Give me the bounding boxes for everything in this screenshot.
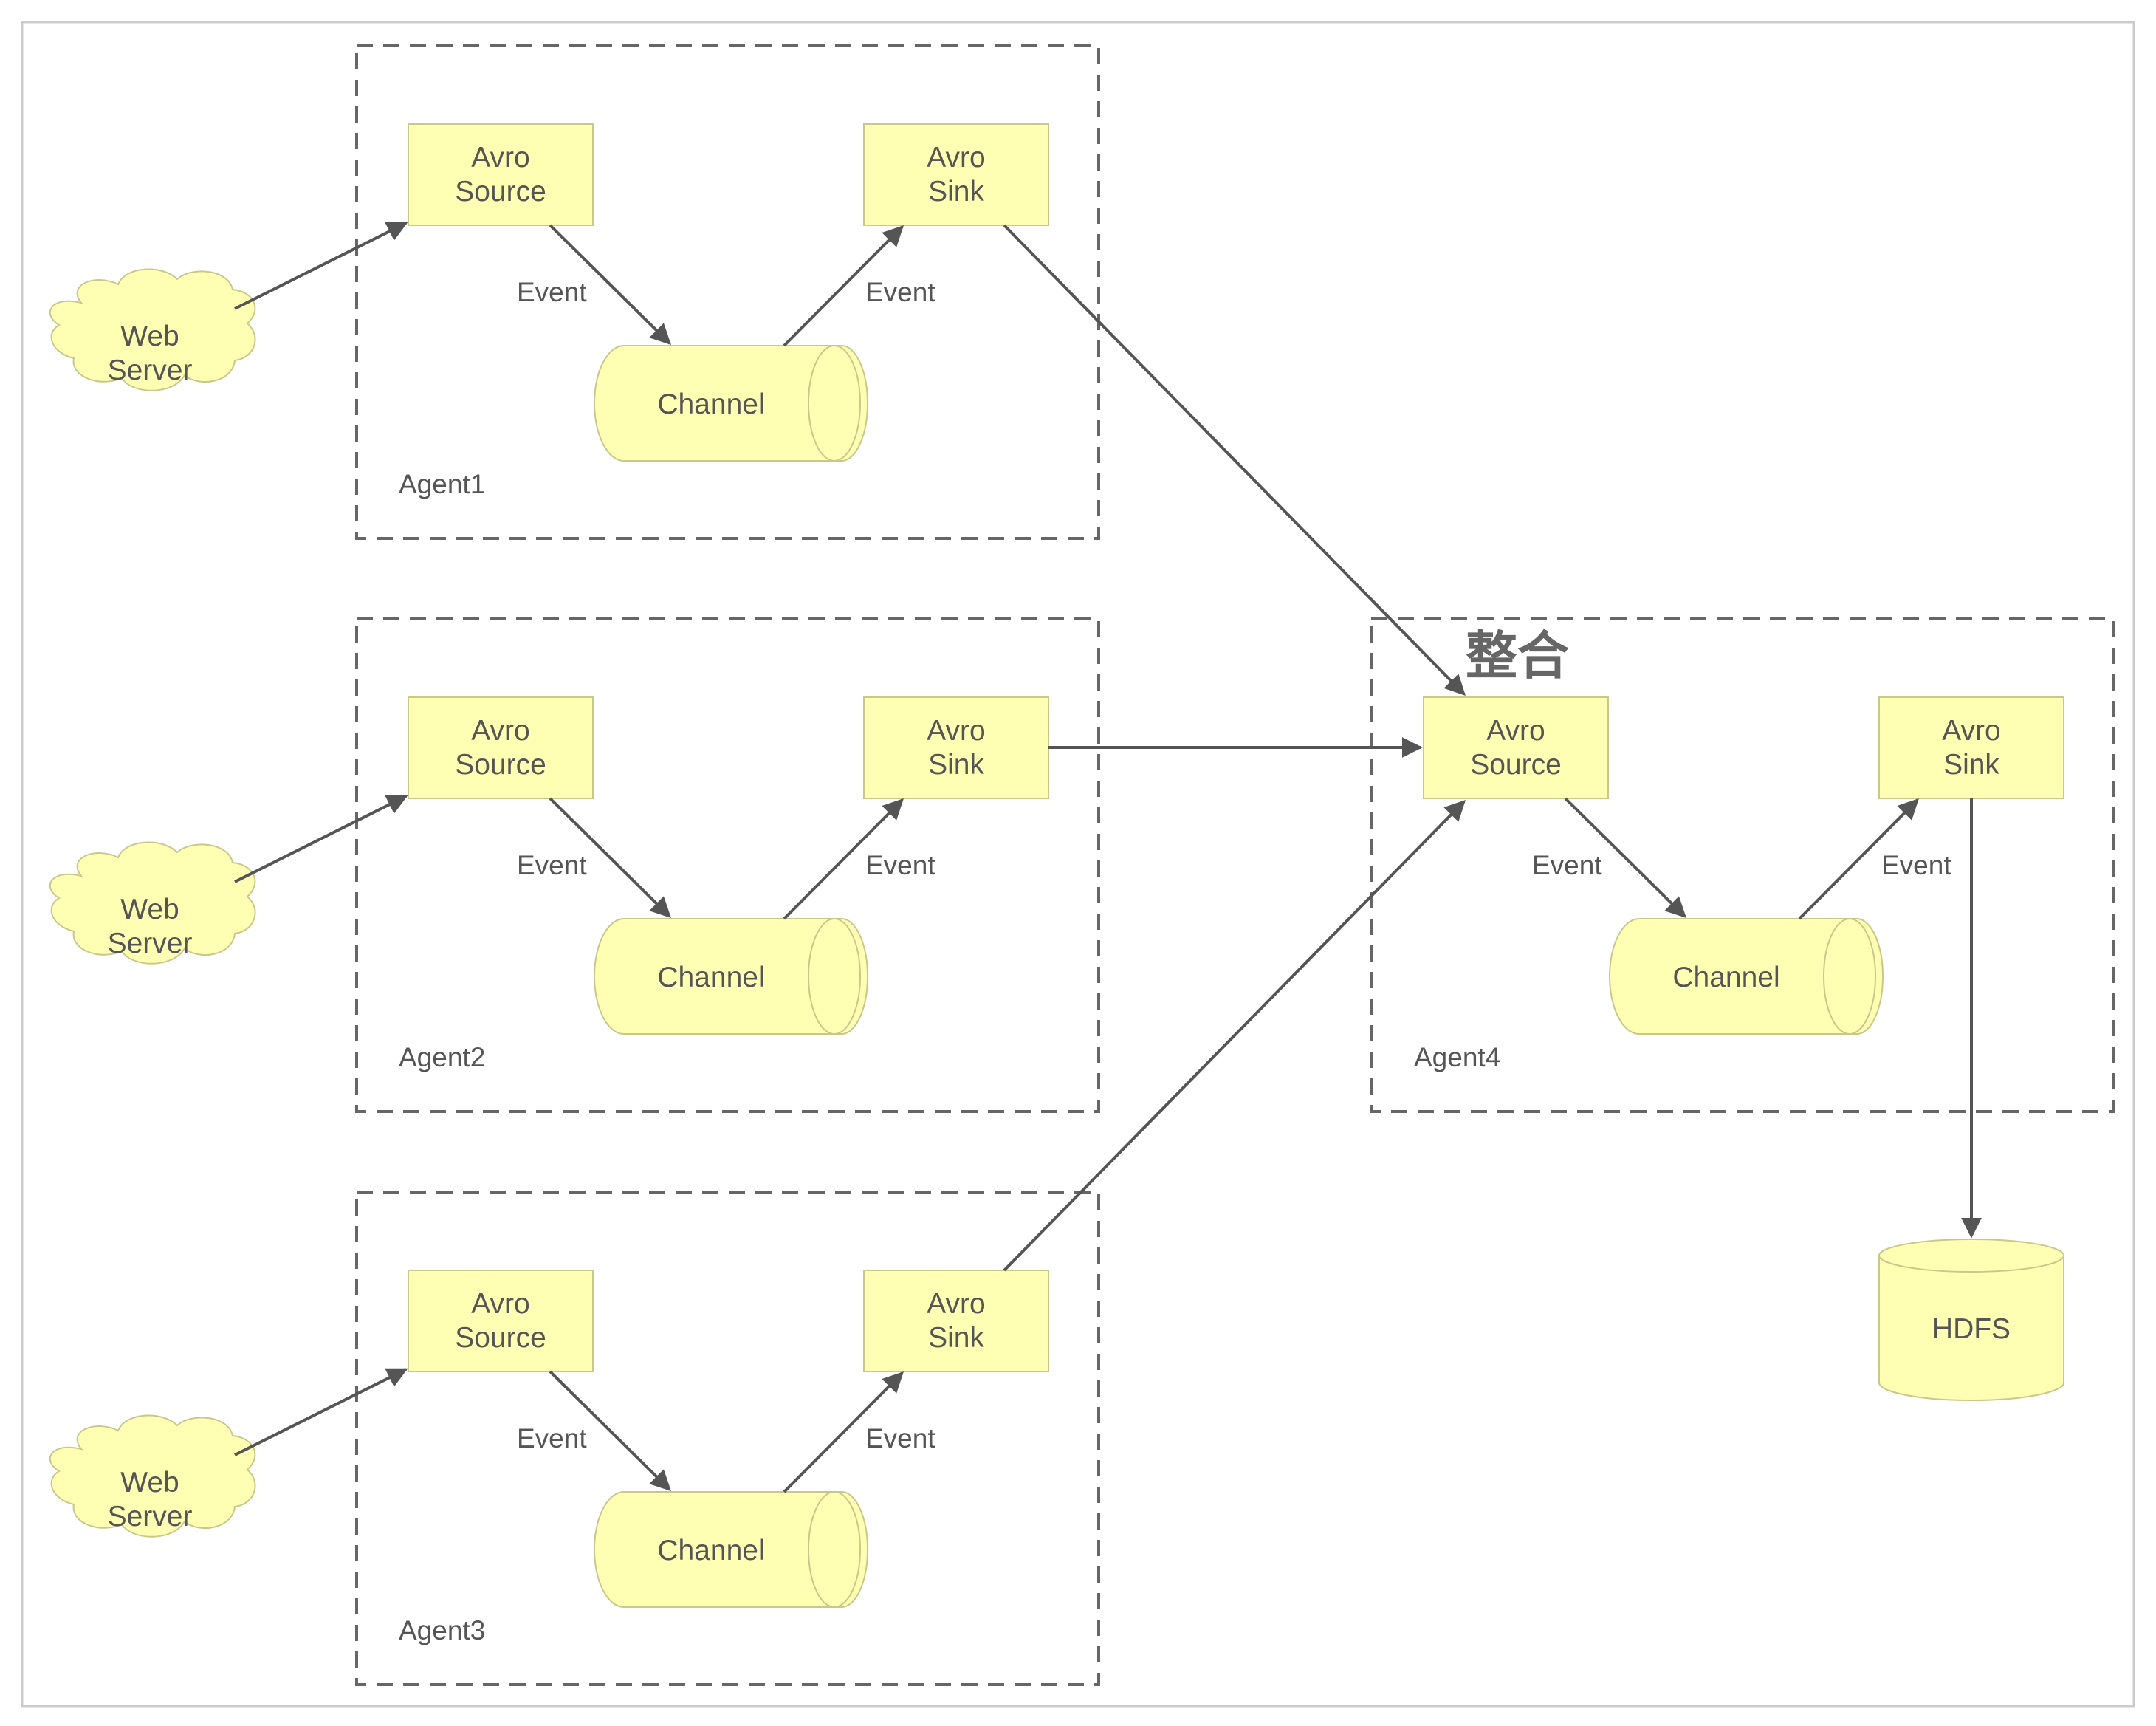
agent3-source-line2: Source: [455, 1322, 546, 1354]
agent2-sink-line1: Avro: [927, 715, 986, 747]
web-server-3[interactable]: [49, 1414, 256, 1538]
hdfs-label: HDFS: [1932, 1313, 2011, 1345]
agent1-sink-to-agent4-arrow: [1003, 224, 1466, 696]
agent2-sink-line2: Sink: [928, 749, 984, 781]
agent3-group: Avro Source Avro Sink Channel Event Even…: [355, 1191, 1100, 1686]
agent3-event-out: Event: [865, 1423, 935, 1453]
agent3-avro-sink[interactable]: [863, 1270, 1049, 1372]
web-server-3-line2: Server: [108, 1501, 193, 1532]
agent3-avro-source[interactable]: [408, 1270, 594, 1372]
agent4-channel-to-sink-arrow: [1798, 798, 1919, 920]
agent3-boundary: [355, 1191, 1100, 1686]
agent4-source-line2: Source: [1470, 749, 1562, 781]
web-server-2-line1: Web: [120, 894, 179, 925]
web-server-1-line1: Web: [120, 321, 179, 352]
agent4-event-out: Event: [1881, 850, 1951, 880]
agent4-avro-source[interactable]: [1423, 696, 1609, 799]
web-server-3-to-agent3-arrow: [234, 1368, 408, 1456]
agent1-channel-label: Channel: [657, 388, 764, 420]
agent2-avro-sink[interactable]: [863, 696, 1049, 799]
agent3-sink-line2: Sink: [928, 1322, 984, 1354]
agent2-event-in: Event: [517, 850, 587, 880]
agent4-group: 整合 Avro Source Avro Sink Channel Event E…: [1370, 617, 2115, 1113]
agent3-source-line1: Avro: [471, 1288, 530, 1320]
agent4-channel[interactable]: [1609, 918, 1884, 1035]
agent2-label: Agent2: [399, 1042, 485, 1072]
agent2-event-out: Event: [865, 850, 935, 880]
agent4-boundary: [1370, 617, 2115, 1113]
agent3-channel[interactable]: [594, 1491, 868, 1608]
agent1-sink-line1: Avro: [927, 142, 986, 174]
agent1-avro-sink[interactable]: [863, 123, 1049, 226]
agent3-source-to-channel-arrow: [549, 1370, 671, 1491]
web-server-1-to-agent1-arrow: [234, 222, 408, 310]
agent4-channel-label: Channel: [1672, 962, 1779, 993]
agent2-source-line1: Avro: [471, 715, 530, 747]
web-server-2[interactable]: [49, 841, 256, 965]
agent1-avro-source[interactable]: [408, 123, 594, 226]
agent1-channel[interactable]: [594, 345, 868, 462]
web-server-2-to-agent2-arrow: [234, 795, 408, 883]
agent1-source-to-channel-arrow: [549, 224, 671, 345]
agent2-source-line2: Source: [455, 749, 546, 781]
agent1-source-line1: Avro: [471, 142, 530, 174]
agent2-group: Avro Source Avro Sink Channel Event Even…: [355, 617, 1100, 1113]
agent1-source-line2: Source: [455, 176, 546, 208]
agent4-source-to-channel-arrow: [1564, 797, 1686, 918]
agent2-avro-source[interactable]: [408, 696, 594, 799]
agent2-channel[interactable]: [594, 918, 868, 1035]
outer-frame: [21, 21, 2135, 1708]
agent3-sink-to-agent4-arrow: [1003, 800, 1466, 1272]
agent1-sink-line2: Sink: [928, 176, 984, 208]
agent1-channel-to-sink-arrow: [783, 225, 904, 347]
agent1-label: Agent1: [399, 469, 485, 499]
agent1-event-in: Event: [517, 277, 587, 307]
agent3-event-in: Event: [517, 1423, 587, 1453]
agent3-channel-label: Channel: [657, 1535, 764, 1566]
web-server-3-line1: Web: [120, 1467, 179, 1499]
agent1-group: Avro Source Avro Sink Channel Event Even…: [355, 44, 1100, 540]
agent3-sink-line1: Avro: [927, 1288, 986, 1320]
agent4-sink-line2: Sink: [1943, 749, 1999, 781]
agent3-label: Agent3: [399, 1615, 485, 1645]
agent1-event-out: Event: [865, 277, 935, 307]
agent2-boundary: [355, 617, 1100, 1113]
web-server-1[interactable]: [49, 268, 256, 391]
agent2-channel-label: Channel: [657, 962, 764, 993]
agent3-channel-to-sink-arrow: [783, 1371, 904, 1493]
agent4-source-line1: Avro: [1486, 715, 1545, 747]
web-server-1-line2: Server: [108, 355, 193, 386]
agent4-sink-line1: Avro: [1942, 715, 2001, 747]
agent2-source-to-channel-arrow: [549, 797, 671, 918]
agent1-boundary: [355, 44, 1100, 540]
agent4-event-in: Event: [1532, 850, 1602, 880]
web-server-2-line2: Server: [108, 928, 193, 959]
agent4-label: Agent4: [1414, 1042, 1500, 1072]
agent2-channel-to-sink-arrow: [783, 798, 904, 920]
consolidation-title: 整合: [1466, 626, 1569, 686]
hdfs-storage[interactable]: [1878, 1239, 2064, 1401]
agent4-avro-sink[interactable]: [1878, 696, 2064, 799]
